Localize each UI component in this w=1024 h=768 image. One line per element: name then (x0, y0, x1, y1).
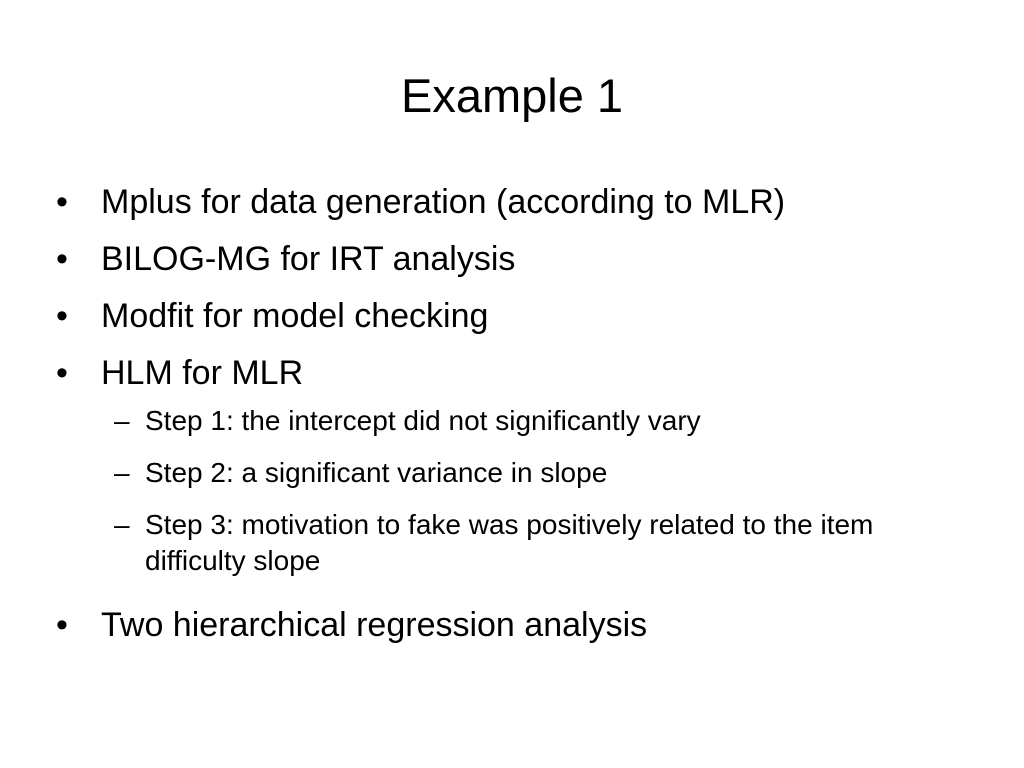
bullet-marker: • (56, 354, 68, 392)
sub-bullet-text: Step 3: motivation to fake was positivel… (145, 509, 874, 576)
bullet-text: HLM for MLR (101, 354, 304, 392)
bullet-text: Two hierarchical regression analysis (101, 606, 648, 644)
dash-marker: – (114, 509, 130, 540)
sub-bullet-item: – Step 1: the intercept did not signific… (56, 403, 976, 439)
bullet-item: • Two hierarchical regression analysis (56, 603, 976, 647)
sub-bullet-item: – Step 2: a significant variance in slop… (56, 455, 976, 491)
sub-bullet-text: Step 2: a significant variance in slope (145, 457, 608, 488)
bullet-item: • Modfit for model checking (56, 294, 976, 338)
bullet-item: • Mplus for data generation (according t… (56, 180, 976, 224)
slide-title: Example 1 (400, 69, 624, 122)
bullet-text: BILOG-MG for IRT analysis (101, 240, 516, 278)
sub-bullet-text: Step 1: the intercept did not significan… (145, 405, 701, 436)
bullet-marker: • (56, 606, 68, 644)
bullet-text: Mplus for data generation (according to … (101, 183, 786, 221)
bullet-item: • BILOG-MG for IRT analysis (56, 237, 976, 281)
bullet-item: • HLM for MLR (56, 351, 976, 395)
bullet-marker: • (56, 297, 68, 335)
dash-marker: – (114, 405, 130, 436)
dash-marker: – (114, 457, 130, 488)
sub-bullet-item: – Step 3: motivation to fake was positiv… (56, 507, 976, 579)
bullet-text: Modfit for model checking (101, 297, 489, 335)
bullet-marker: • (56, 240, 68, 278)
bullet-list: • Mplus for data generation (according t… (56, 180, 976, 662)
bullet-marker: • (56, 183, 68, 221)
